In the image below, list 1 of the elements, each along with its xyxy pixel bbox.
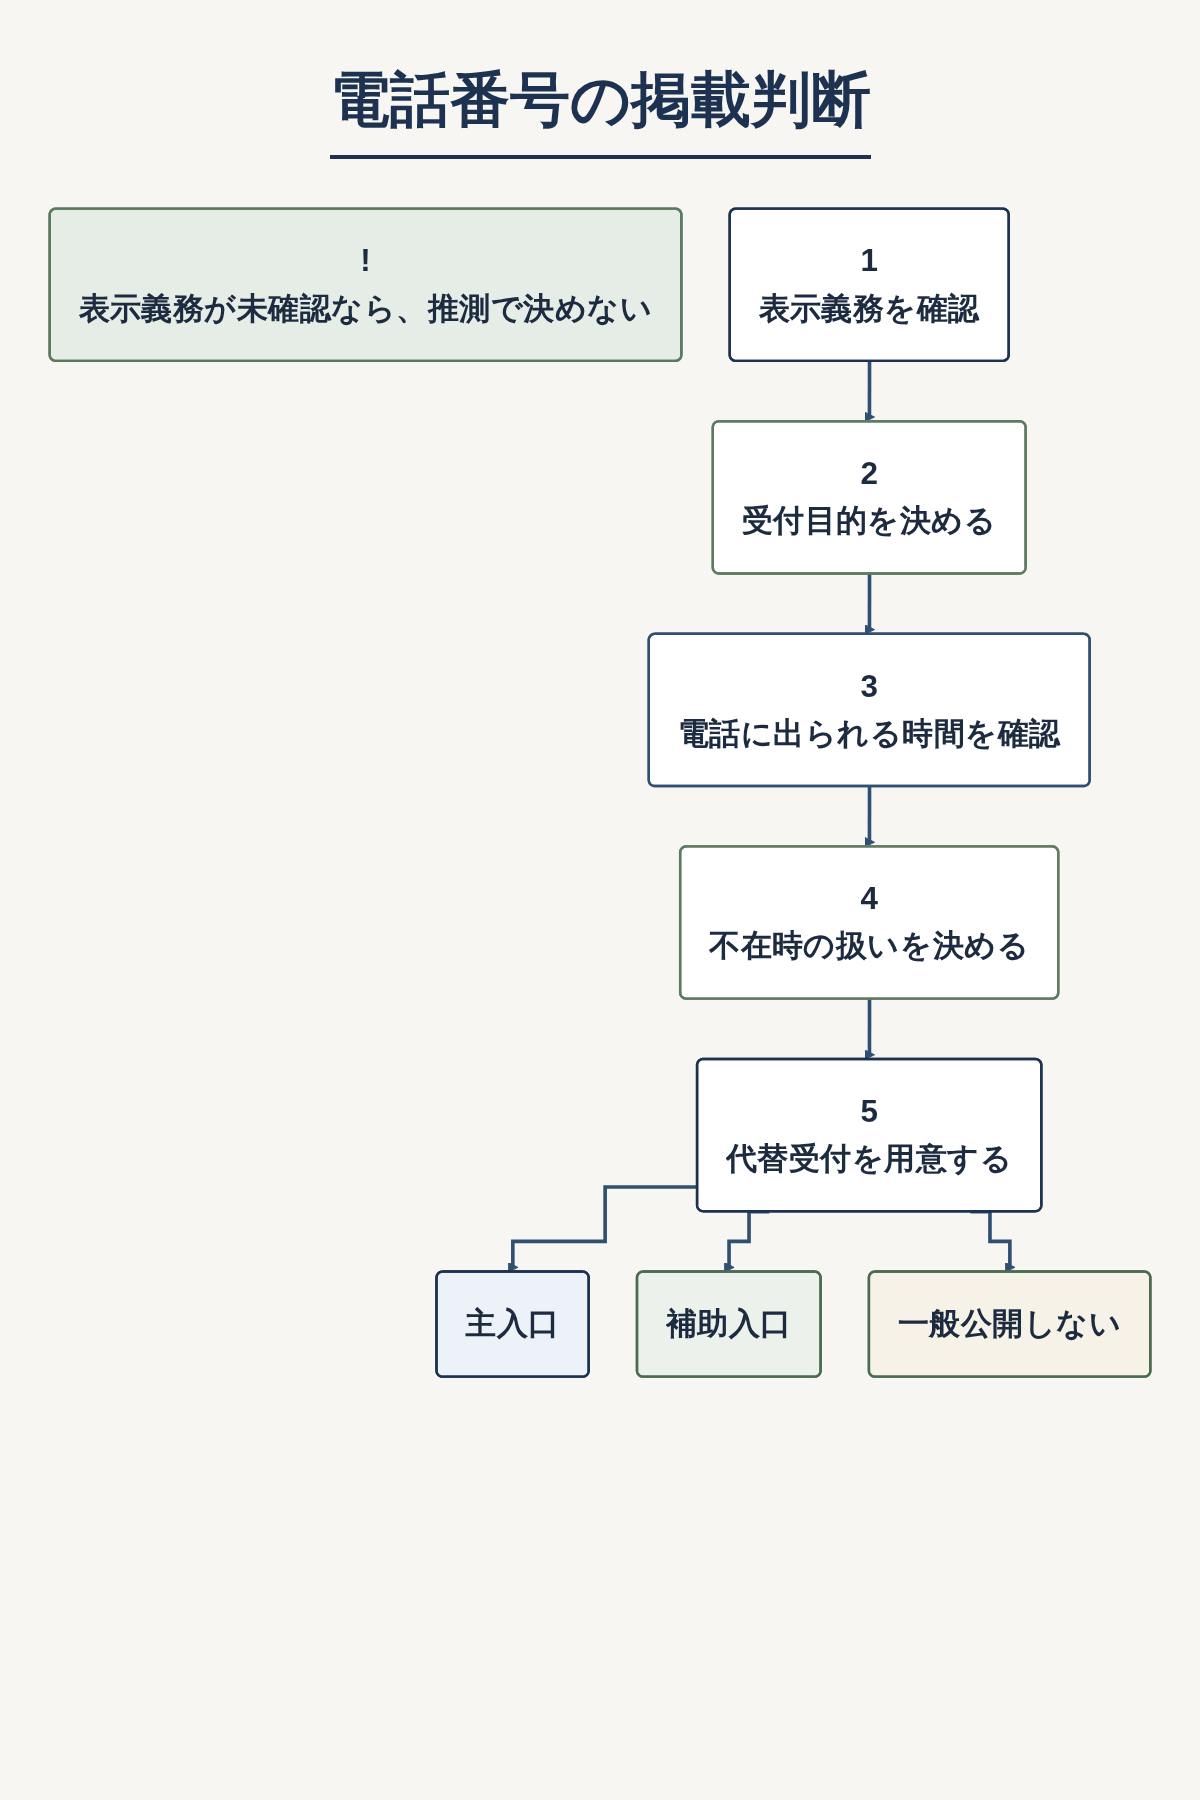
title: 電話番号の掲載判断 [329,60,871,159]
